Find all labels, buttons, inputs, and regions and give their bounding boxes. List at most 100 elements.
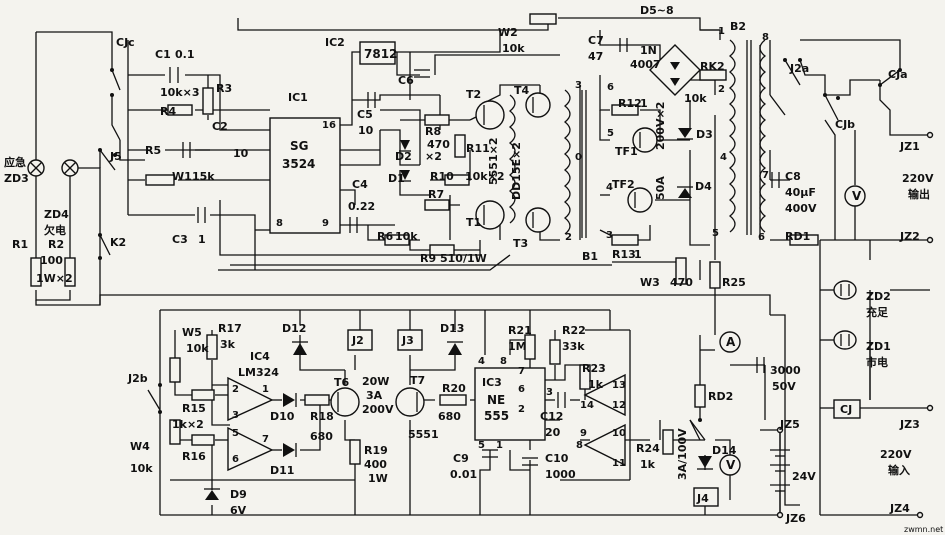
label-t1: T1 bbox=[466, 216, 481, 229]
label-r10-value: 10k×2 bbox=[465, 170, 505, 183]
relay-contact-cjb bbox=[823, 93, 840, 121]
label-4007: 4007 bbox=[630, 58, 661, 71]
resistor-r20 bbox=[439, 394, 467, 406]
label-c-big-2: 50V bbox=[772, 380, 796, 393]
label-b2-pin6r: 6 bbox=[758, 232, 765, 243]
label-rd2: RD2 bbox=[708, 390, 733, 403]
label-r8-mult: ×2 bbox=[425, 150, 442, 163]
label-c7: C7 bbox=[588, 34, 604, 47]
fuse-3a bbox=[689, 418, 702, 441]
label-r8-value: 470 bbox=[427, 138, 450, 151]
switch-j5 bbox=[98, 148, 117, 171]
label-c8-value2: 400V bbox=[785, 202, 817, 215]
bridge-rectifier-d5-8 bbox=[649, 44, 701, 96]
label-c10: C10 bbox=[545, 452, 569, 465]
label-jz4: JZ4 bbox=[889, 502, 910, 515]
label-b2-pin1: 1 bbox=[718, 26, 725, 37]
transistor-t3 bbox=[525, 207, 551, 233]
output-coil bbox=[508, 94, 516, 224]
label-r25: R25 bbox=[722, 276, 746, 289]
indicator-zd1 bbox=[833, 330, 857, 350]
label-r19-value2: 1W bbox=[368, 472, 388, 485]
resistor-r18 bbox=[304, 394, 330, 406]
label-r23: R23 bbox=[582, 362, 606, 375]
label-w1-value: 15k bbox=[192, 170, 215, 183]
capacitor-c4 bbox=[349, 217, 358, 233]
label-ic3-pin7: 7 bbox=[518, 366, 525, 377]
label-jz1: JZ1 bbox=[899, 140, 920, 153]
resistor-r21 bbox=[524, 334, 536, 360]
label-c12: C12 bbox=[540, 410, 563, 423]
voltmeter-battery bbox=[719, 454, 741, 476]
label-w2-value: 10k bbox=[502, 42, 525, 55]
label-r17-value: 3k bbox=[220, 338, 236, 351]
label-rd1: RD1 bbox=[785, 230, 810, 243]
ic2-7812 bbox=[359, 41, 396, 65]
label-c12-value: 20 bbox=[545, 426, 561, 439]
label-b2-pin4: 4 bbox=[606, 182, 613, 193]
label-ic3-pin2: 2 bbox=[518, 404, 525, 415]
label-ic4-pin14: 14 bbox=[580, 400, 594, 411]
label-ic3-pin1: 1 bbox=[496, 440, 503, 451]
label-dd15e: DD15E×2 bbox=[510, 142, 523, 200]
label-10k3: 10k×3 bbox=[160, 86, 200, 99]
label-j4: J4 bbox=[696, 492, 709, 505]
transistor-tf2 bbox=[627, 187, 653, 213]
label-r10: R10 bbox=[430, 170, 454, 183]
label-r3: R3 bbox=[216, 82, 232, 95]
transistor-t2 bbox=[475, 100, 505, 130]
label-d11: D11 bbox=[270, 464, 294, 477]
label-d9-value: 6V bbox=[230, 504, 247, 517]
capacitor-c12 bbox=[557, 392, 566, 408]
capacitor-3000uf bbox=[756, 357, 765, 373]
label-r22-value: 33k bbox=[562, 340, 585, 353]
label-b1-pin3: 3 bbox=[575, 80, 582, 91]
label-rk2-value: 10k bbox=[684, 92, 707, 105]
label-r20: R20 bbox=[442, 382, 466, 395]
label-r18-value: 680 bbox=[310, 430, 333, 443]
label-t6-spec2: 3A bbox=[366, 389, 383, 402]
label-b2: B2 bbox=[730, 20, 746, 33]
label-w5: W5 bbox=[182, 326, 202, 339]
label-r7: R7 bbox=[428, 188, 444, 201]
relay-j4 bbox=[693, 487, 719, 507]
label-r19-value1: 400 bbox=[364, 458, 387, 471]
switch-cjc bbox=[110, 68, 121, 97]
label-t2: T2 bbox=[466, 88, 481, 101]
label-ic4-pin1: 1 bbox=[262, 384, 269, 395]
resistor-rd1 bbox=[789, 234, 819, 246]
label-b1: B1 bbox=[582, 250, 598, 263]
label-d1: D1 bbox=[388, 172, 405, 185]
resistor-r4 bbox=[167, 104, 193, 116]
label-r24-value: 1k bbox=[640, 458, 656, 471]
label-ic3-pin5: 5 bbox=[478, 440, 485, 451]
label-c2: C2 bbox=[212, 120, 228, 133]
label-ic3: IC3 bbox=[482, 376, 502, 389]
label-b1-pin2: 2 bbox=[565, 232, 572, 243]
lamp-zd3 bbox=[27, 159, 45, 177]
label-ic1-part1: SG bbox=[290, 139, 309, 153]
resistor-r13 bbox=[611, 234, 639, 246]
label-r4: R4 bbox=[160, 105, 176, 118]
diode-d1 bbox=[399, 170, 411, 182]
label-50a: 50A bbox=[654, 176, 667, 200]
diode-d12 bbox=[292, 341, 308, 355]
label-1n: 1N bbox=[640, 44, 657, 57]
label-r13: R13 bbox=[612, 248, 636, 261]
transistor-t4 bbox=[525, 92, 551, 118]
label-r12-value: 1 bbox=[640, 97, 648, 110]
label-c5: C5 bbox=[357, 108, 373, 121]
label-t4: T4 bbox=[514, 84, 530, 97]
label-w3-value: 470 bbox=[670, 276, 693, 289]
label-j3: J3 bbox=[401, 334, 414, 347]
label-v-bat: V bbox=[726, 458, 736, 472]
label-b2-pin6: 6 bbox=[607, 82, 614, 93]
label-ic1-pin9: 9 bbox=[322, 218, 329, 229]
label-output-1: 220V bbox=[902, 172, 934, 185]
potentiometer-w4 bbox=[169, 419, 181, 445]
diode-d3 bbox=[677, 128, 693, 140]
label-b2-pin3: 3 bbox=[606, 230, 613, 241]
label-c7-value: 47 bbox=[588, 50, 603, 63]
label-r9: R9 bbox=[420, 252, 436, 265]
ic1-sg3524 bbox=[269, 117, 341, 234]
